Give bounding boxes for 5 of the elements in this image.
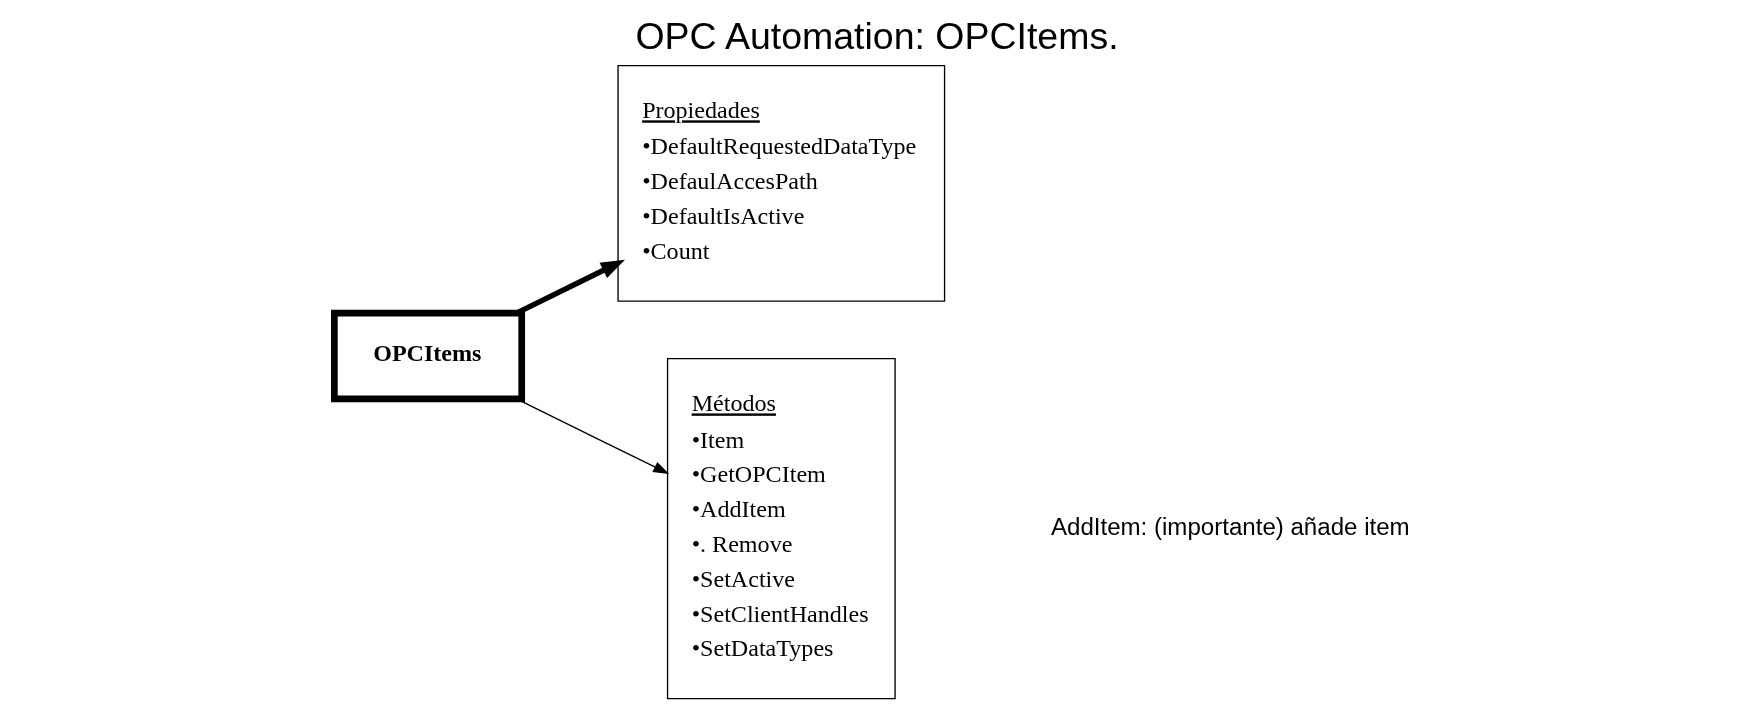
node-box: OPCItems (330, 309, 525, 403)
diagram-title: OPC Automation: OPCItems. (634, 14, 1119, 57)
node-box: Métodos •Item •GetOPCItem •AddItem •. Remove •SetActive •SetClientHandles •SetDataTypes (666, 358, 896, 700)
node-box: Propiedades •DefaultRequestedDataType •DefaulAccesPath •DefaultIsActive •Count (616, 64, 945, 302)
label: AddItem: (importante) añade item (1050, 512, 1410, 540)
